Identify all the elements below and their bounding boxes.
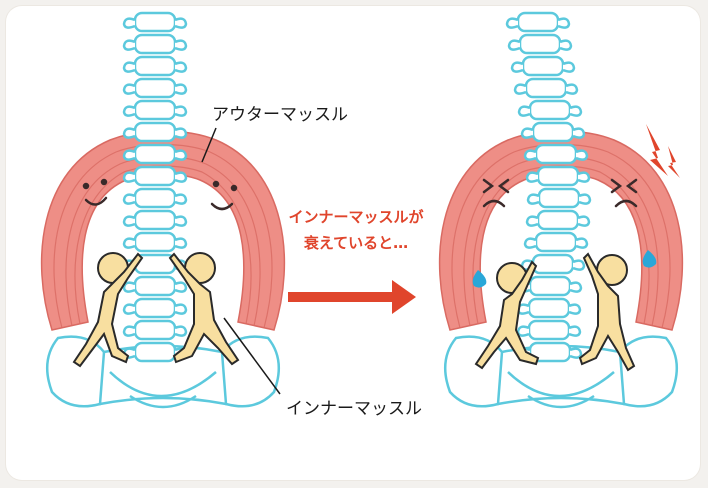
- left-muscle-face-happy: [82, 178, 238, 211]
- caption: インナーマッスルが 衰えていると…: [276, 206, 436, 254]
- right-muscle-face-strained: [482, 178, 638, 208]
- right-scene: [438, 11, 684, 409]
- caption-line-1: インナーマッスルが: [288, 208, 424, 226]
- inner-muscle-label: インナーマッスル: [286, 399, 422, 419]
- left-figure-a: [72, 252, 144, 368]
- caption-line-2: 衰えていると…: [303, 234, 409, 252]
- sweat-drop-icon: [472, 250, 657, 288]
- left-spine: [122, 11, 188, 363]
- pain-lightning-icon: [646, 124, 668, 176]
- transition-arrow: [288, 280, 416, 314]
- right-figure-b: [578, 252, 636, 372]
- left-scene: [40, 11, 286, 409]
- outer-muscle-label: アウターマッスル: [212, 105, 348, 125]
- right-figure-a: [474, 260, 540, 370]
- left-figure-b: [168, 252, 240, 366]
